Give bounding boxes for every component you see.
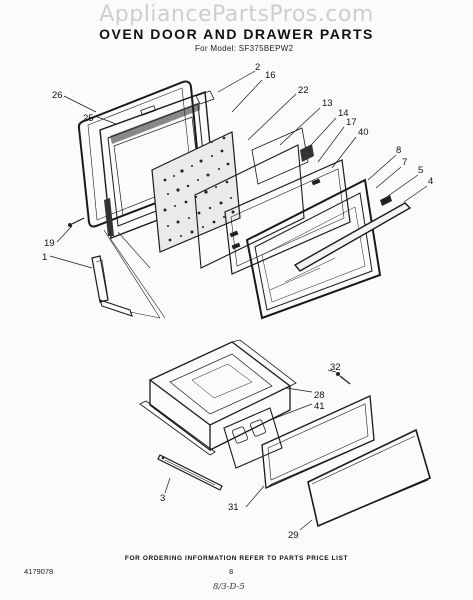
part-3-drawer-rail (157, 454, 223, 491)
assembly-guide-lines (103, 229, 166, 319)
callout-16: 16 (265, 70, 276, 81)
callout-22: 22 (298, 85, 309, 96)
callout-labels: 26 25 2 16 22 13 14 17 40 8 7 5 4 19 1 3… (42, 62, 433, 541)
part-22-insulation (151, 131, 241, 253)
callout-26: 26 (52, 90, 63, 101)
callout-40: 40 (358, 127, 369, 138)
part-4-door-handle (293, 195, 412, 272)
part-31-drawer-front-panel (261, 395, 375, 489)
callout-14: 14 (338, 108, 349, 119)
ordering-info-note: FOR ORDERING INFORMATION REFER TO PARTS … (124, 555, 349, 562)
part-8-outer-door-panel (245, 178, 382, 320)
document-number: 4179078 (24, 567, 54, 576)
callout-4: 4 (428, 176, 433, 187)
page-number: 8 (229, 567, 234, 576)
callout-2: 2 (255, 62, 260, 73)
handwritten-note: 8/3-D-5 (213, 582, 245, 592)
callout-29: 29 (288, 530, 299, 541)
watermark: AppliancePartsPros.com (99, 2, 374, 27)
callout-1: 1 (42, 252, 47, 263)
callout-13: 13 (322, 98, 333, 109)
page-title: OVEN DOOR AND DRAWER PARTS (99, 26, 374, 42)
callout-leaders (49, 70, 428, 531)
callout-41: 41 (314, 401, 325, 412)
callout-32: 32 (330, 362, 341, 373)
callout-31: 31 (228, 502, 239, 513)
callout-25: 25 (83, 113, 94, 124)
part-41-drawer-back-plate (223, 407, 283, 469)
callout-7: 7 (402, 157, 407, 168)
callout-3: 3 (160, 493, 165, 504)
part-13-inner-shield (194, 127, 314, 269)
callout-5: 5 (418, 165, 423, 176)
part-29-drawer-front (307, 428, 431, 528)
callout-8: 8 (396, 145, 401, 156)
part-1-door-hinge (91, 255, 133, 317)
part-40-door-panel (224, 159, 351, 275)
callout-28: 28 (314, 390, 325, 401)
model-subtitle: For Model: SF375BEPW2 (195, 44, 294, 53)
callout-17: 17 (346, 117, 357, 128)
callout-19: 19 (44, 238, 55, 249)
part-32-screw (336, 372, 351, 385)
part-19-screw (68, 217, 85, 227)
part-28-drawer-body (139, 339, 297, 456)
